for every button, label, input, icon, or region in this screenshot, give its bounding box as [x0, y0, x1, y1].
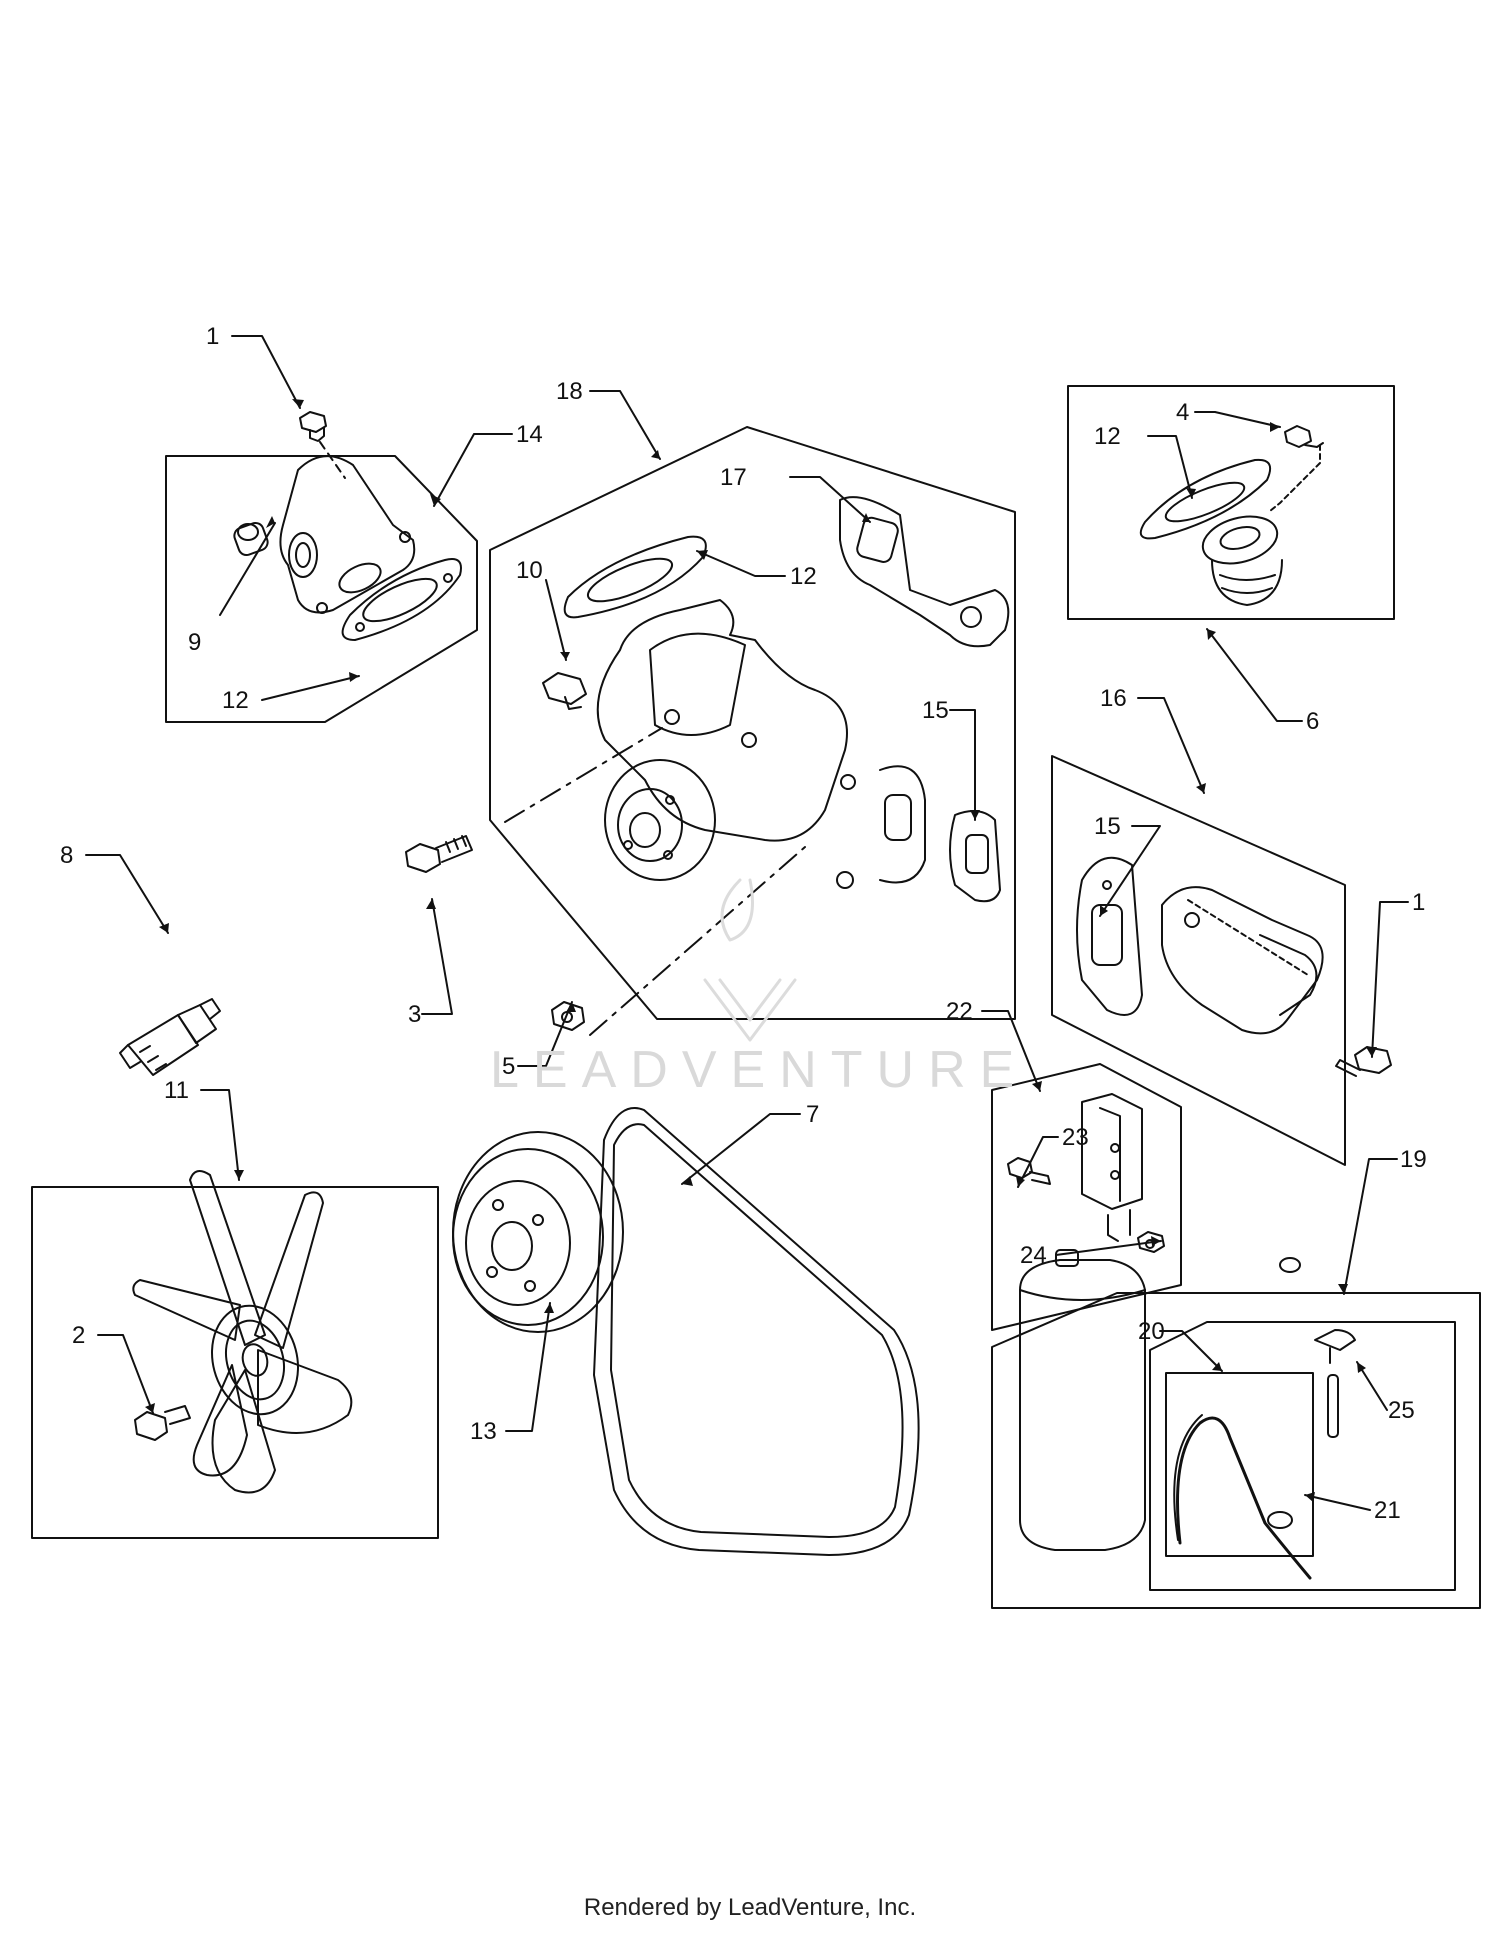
leader-lines [85, 335, 1409, 1511]
hose-21-icon [1173, 1414, 1312, 1580]
callout-4: 4 [1176, 399, 1189, 426]
watermark-text: LEADVENTURE [490, 1041, 1029, 1099]
callout-13: 13 [470, 1418, 497, 1445]
callout-23: 23 [1062, 1124, 1089, 1151]
callout-6: 6 [1306, 708, 1319, 735]
cap-25-icon [1314, 1329, 1356, 1364]
callout-21: 21 [1374, 1497, 1401, 1524]
callout-15a: 15 [922, 697, 949, 724]
bolt-3-icon [405, 835, 473, 873]
gasket-15a-icon [949, 810, 1001, 903]
callout-19: 19 [1400, 1146, 1427, 1173]
callout-12a: 12 [222, 687, 249, 714]
group-18-water-pump [489, 426, 1016, 1036]
group-16-frame [1051, 755, 1346, 1166]
plug-10-icon [542, 672, 587, 710]
group-21-frame [1165, 1372, 1314, 1557]
thermostat-housing-icon [1161, 886, 1324, 1035]
thermostat-icon [1201, 515, 1283, 606]
reserve-tank-icon [1019, 1249, 1146, 1551]
plug-9-icon [233, 521, 269, 557]
callout-1a: 1 [206, 323, 219, 350]
gasket-12c-icon [1139, 458, 1271, 540]
fan-11-icon [132, 1170, 353, 1494]
group-22-frame [991, 1063, 1182, 1331]
overflow-tube-icon [1327, 1374, 1339, 1438]
temperature-sender-8-icon [119, 998, 221, 1076]
watermark-logo [703, 878, 797, 1042]
callout-2: 2 [72, 1322, 85, 1349]
callout-1b: 1 [1412, 889, 1425, 916]
callout-16: 16 [1100, 685, 1127, 712]
bolt-4-icon [1284, 425, 1324, 448]
belt-7-icon [593, 1107, 920, 1556]
callout-18: 18 [556, 378, 583, 405]
callout-25: 25 [1388, 1397, 1415, 1424]
group-14-frame [165, 455, 478, 723]
water-pump-body-icon [596, 599, 926, 889]
callout-20: 20 [1138, 1318, 1165, 1345]
clamp-lower-icon [1267, 1511, 1293, 1529]
group-14-outlet-housing [165, 411, 478, 723]
group-18-frame [489, 426, 1016, 1020]
callout-15b: 15 [1094, 813, 1121, 840]
callout-11: 11 [164, 1077, 189, 1104]
callout-17: 17 [720, 464, 747, 491]
group-20-frame [1149, 1321, 1456, 1591]
gasket-17-icon [839, 496, 1010, 648]
callout-8: 8 [60, 842, 73, 869]
group-11-frame [31, 1186, 439, 1539]
group-19-frame [991, 1292, 1481, 1609]
outlet-housing-icon [279, 455, 416, 614]
gasket-12b-icon [563, 535, 707, 619]
callout-12b: 12 [790, 563, 817, 590]
arrowheads [145, 399, 1377, 1502]
bolt-23-icon [1007, 1157, 1051, 1185]
gasket-12a-icon [341, 558, 462, 641]
pulley-13-icon [452, 1131, 624, 1333]
bolt-2-icon [134, 1405, 191, 1441]
gasket-15b-icon [1076, 856, 1143, 1016]
callout-7: 7 [806, 1101, 819, 1128]
nut-5-icon [551, 1001, 585, 1031]
group-6-frame [1067, 385, 1395, 620]
callout-22: 22 [946, 998, 973, 1025]
footer-credit: Rendered by LeadVenture, Inc. [583, 1894, 917, 1921]
callout-labels: 1 14 9 12 18 17 10 12 15 4 12 6 16 15 1 … [60, 323, 1427, 1524]
bracket-22-icon [1081, 1093, 1143, 1242]
callout-14: 14 [516, 421, 543, 448]
callout-10: 10 [516, 557, 543, 584]
callout-24: 24 [1020, 1242, 1047, 1269]
bolt-1-top-icon [299, 411, 327, 442]
callout-12c: 12 [1094, 423, 1121, 450]
callout-5: 5 [502, 1053, 515, 1080]
clamp-upper-icon [1279, 1257, 1301, 1273]
callout-9: 9 [188, 629, 201, 656]
callout-3: 3 [408, 1001, 421, 1028]
